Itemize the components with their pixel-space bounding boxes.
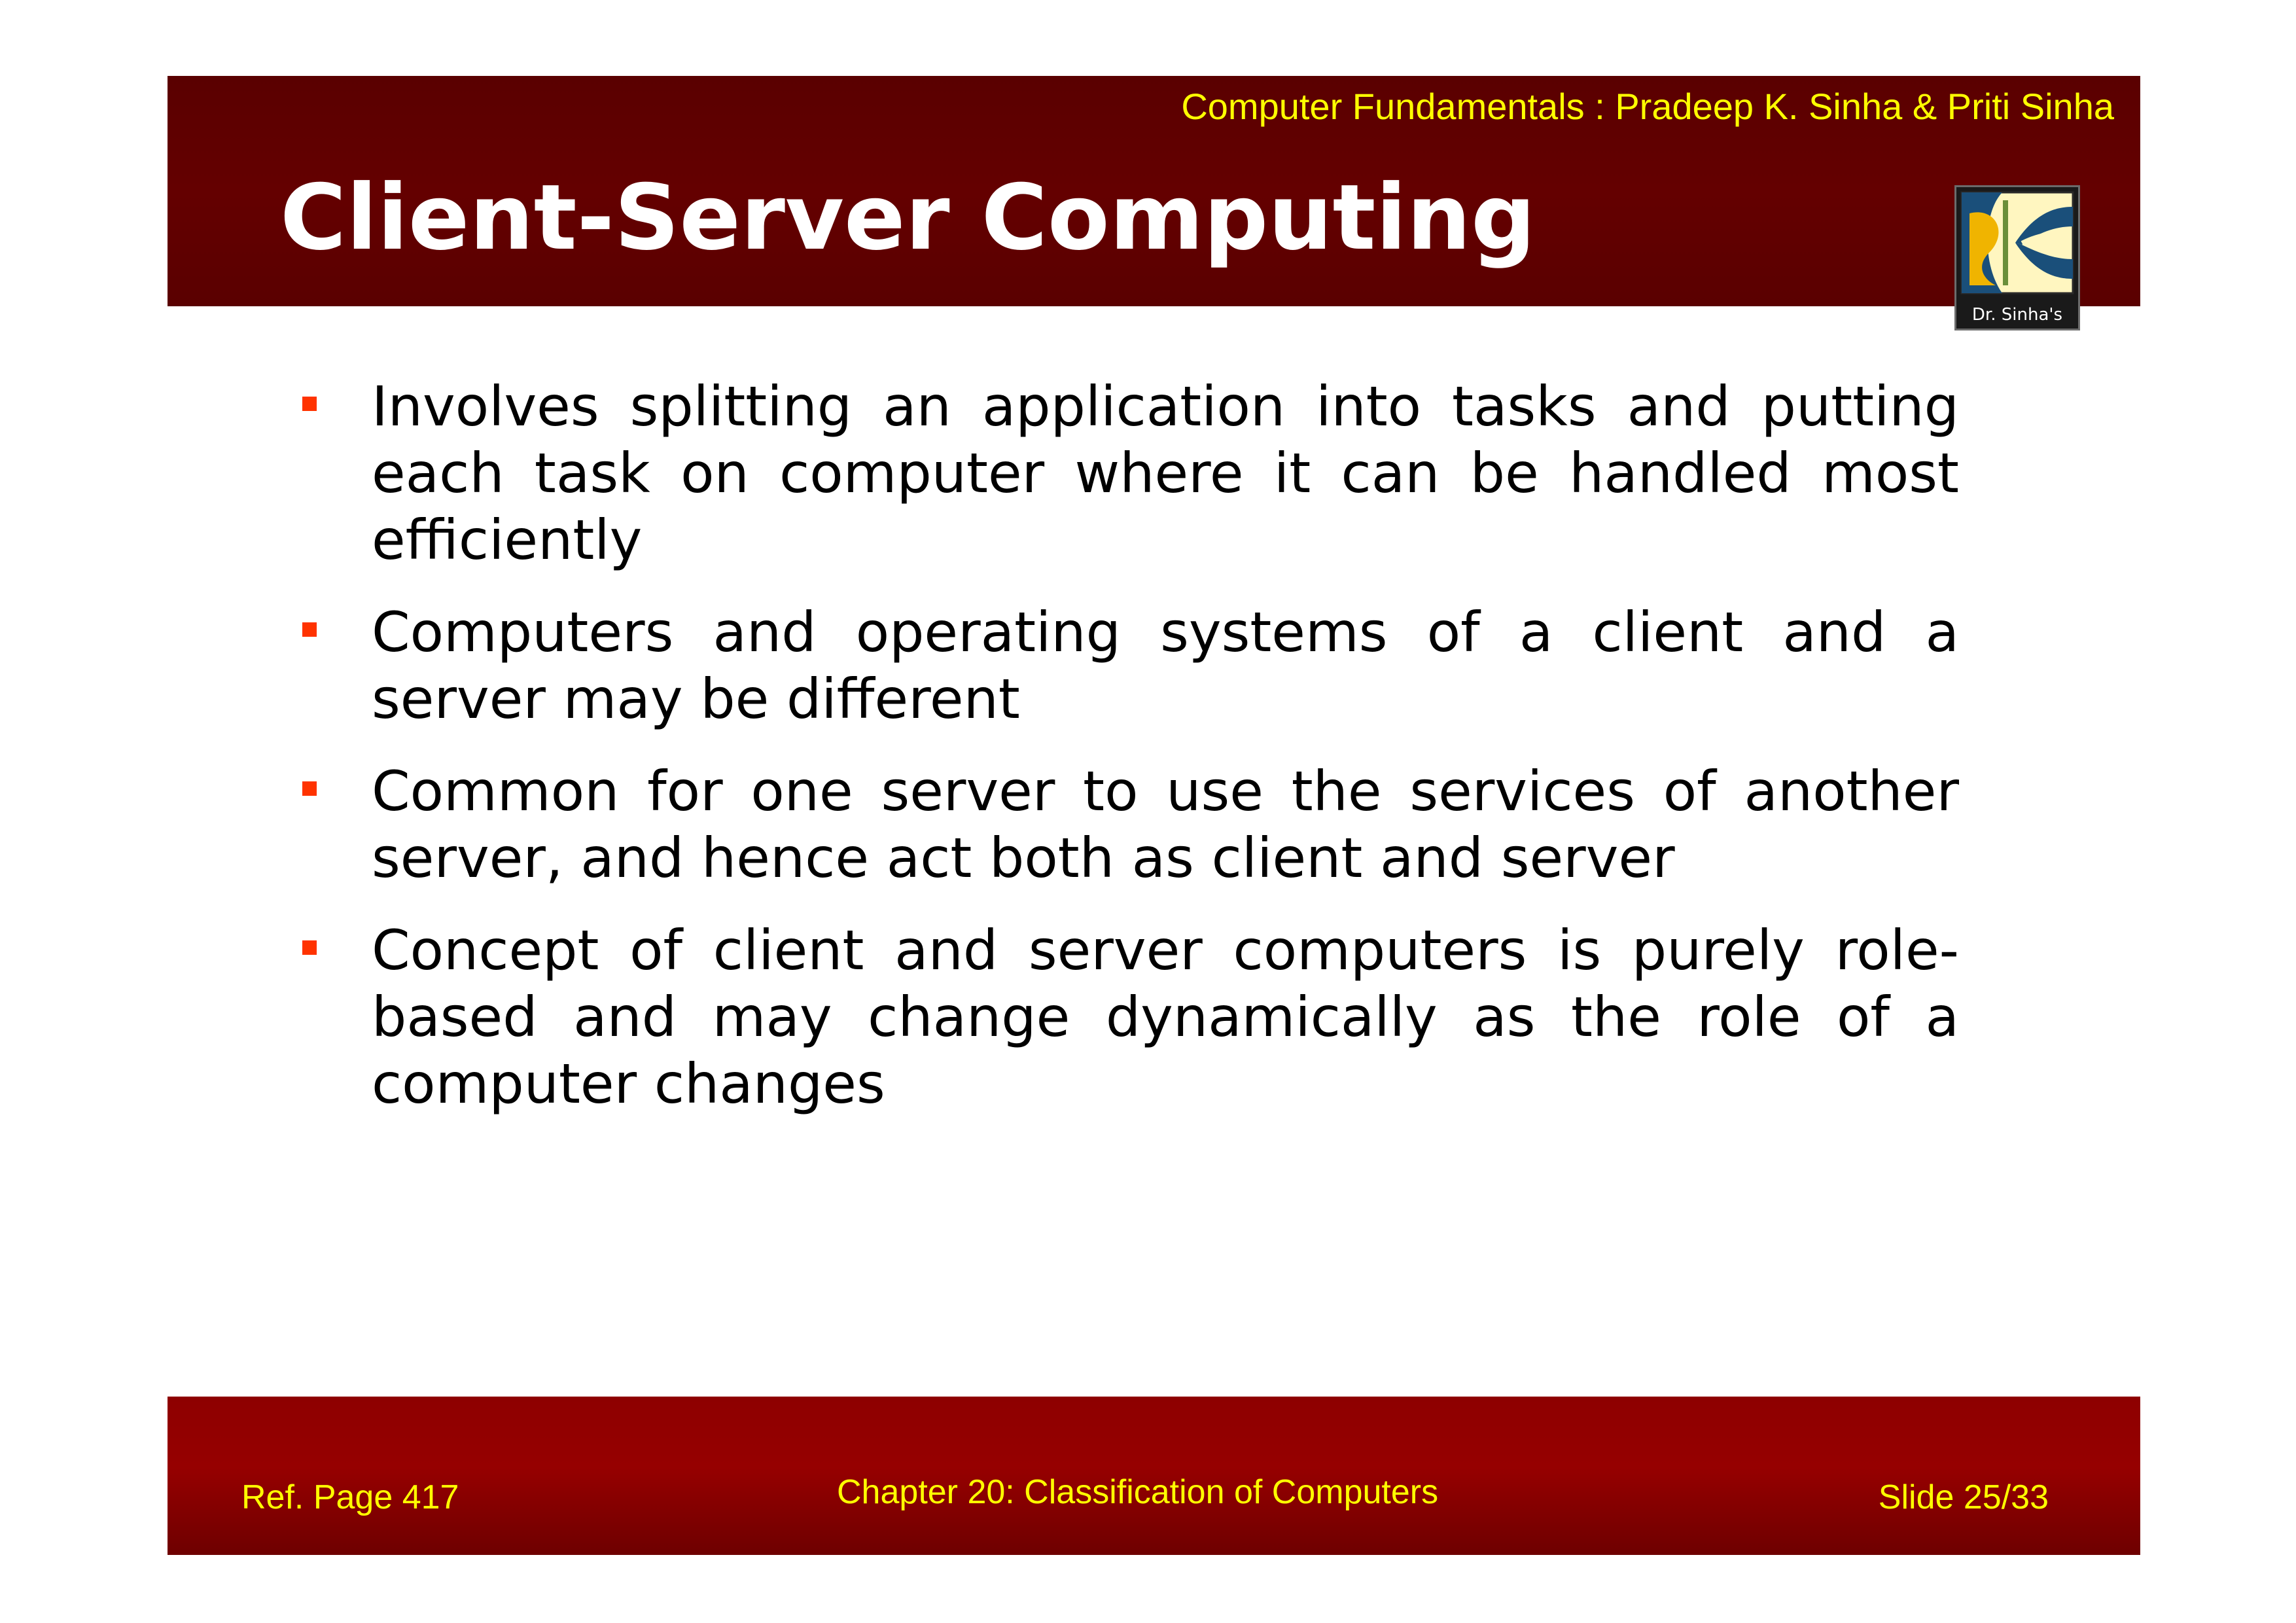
square-bullet-icon — [302, 397, 317, 411]
square-bullet-icon — [302, 781, 317, 796]
list-item: Involves splitting an application into t… — [301, 373, 1959, 573]
bullet-text: Computers and operating systems of a cli… — [372, 600, 1959, 731]
bullet-text: Common for one server to use the service… — [372, 759, 1959, 890]
slide-title: Client-Server Computing — [280, 165, 1536, 270]
slide-number: Slide 25/33 — [1878, 1478, 2049, 1516]
bullet-text: Concept of client and server computers i… — [372, 918, 1959, 1116]
list-item: Concept of client and server computers i… — [301, 917, 1959, 1117]
chapter-title: Chapter 20: Classification of Computers — [837, 1473, 1439, 1511]
bullet-text: Involves splitting an application into t… — [372, 374, 1959, 572]
bullet-list: Involves splitting an application into t… — [301, 373, 1959, 1143]
slide-header: Computer Fundamentals : Pradeep K. Sinha… — [168, 76, 2140, 306]
square-bullet-icon — [302, 622, 317, 637]
logo-graphic — [1960, 191, 2074, 294]
list-item: Computers and operating systems of a cli… — [301, 599, 1959, 732]
logo-label: Dr. Sinha's — [1971, 305, 2063, 325]
book-credit: Computer Fundamentals : Pradeep K. Sinha… — [1181, 86, 2114, 127]
list-item: Common for one server to use the service… — [301, 758, 1959, 891]
square-bullet-icon — [302, 940, 317, 955]
dr-sinhas-logo-icon: Dr. Sinha's — [1954, 185, 2080, 330]
slide-footer: Ref. Page 417 Chapter 20: Classification… — [168, 1397, 2140, 1555]
reference-page: Ref. Page 417 — [241, 1478, 459, 1516]
